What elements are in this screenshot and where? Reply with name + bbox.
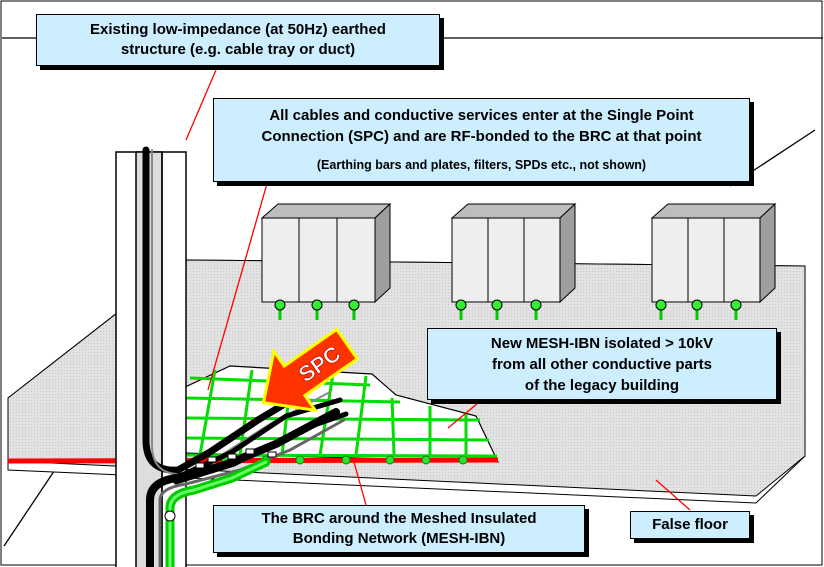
leader-lines <box>185 69 691 511</box>
callout-brc: The BRC around the Meshed Insulated Bond… <box>213 505 585 553</box>
callout-text-line: structure (e.g. cable tray or duct) <box>120 41 356 58</box>
bonding-point <box>730 299 742 320</box>
cable-connector <box>245 448 255 455</box>
bolt-terminal <box>164 510 176 522</box>
bonding-point <box>455 299 467 320</box>
callout-text-line: Existing low-impedance (at 50Hz) earthed <box>90 21 386 38</box>
equipment-cabinet-group-1 <box>260 202 392 304</box>
callout-text-line: The BRC around the Meshed Insulated <box>261 510 537 527</box>
equipment-cabinet-group-3 <box>650 202 777 304</box>
bonding-point <box>530 299 542 320</box>
leader-spc <box>207 179 269 391</box>
cable-connector <box>227 453 237 460</box>
cable-connectors <box>164 448 277 522</box>
brc-junction <box>385 455 395 465</box>
bonding-point <box>274 299 286 320</box>
bonding-point <box>311 299 323 320</box>
cabinet-bonding-points <box>274 299 742 320</box>
callout-text-line: Bonding Network (MESH-IBN) <box>292 530 506 547</box>
cable-connector <box>207 456 217 463</box>
brc-junction <box>341 455 351 465</box>
callout-text-line: False floor <box>652 516 728 533</box>
leader-structure <box>185 69 217 141</box>
callout-earthed-structure: Existing low-impedance (at 50Hz) earthed… <box>36 14 440 66</box>
bonding-point <box>348 299 360 320</box>
callout-note: (Earthing bars and plates, filters, SPDs… <box>316 158 647 172</box>
cable-connector <box>195 462 205 469</box>
brc-junction <box>295 455 305 465</box>
cable-connector <box>267 451 277 458</box>
callout-text-line: of the legacy building <box>524 377 680 394</box>
callout-mesh-ibn-isolation: New MESH-IBN isolated > 10kV from all ot… <box>427 328 777 400</box>
bonding-point <box>491 299 503 320</box>
callout-text-line: from all other conductive parts <box>491 356 713 373</box>
brc-red-bar <box>7 457 499 464</box>
callout-false-floor: False floor <box>630 511 750 539</box>
callout-single-point-connection: All cables and conductive services enter… <box>213 98 750 182</box>
equipment-cabinet-group-2 <box>450 202 577 304</box>
bonding-point <box>691 299 703 320</box>
brc-junction <box>421 455 431 465</box>
callout-text-line: New MESH-IBN isolated > 10kV <box>490 335 714 352</box>
leader-brc <box>353 461 367 506</box>
bonding-point <box>655 299 667 320</box>
callout-text-line: All cables and conductive services enter… <box>269 107 694 124</box>
leader-floor <box>655 479 691 511</box>
leader-mesh-ibn <box>447 397 485 429</box>
brc-junction <box>458 455 468 465</box>
callout-text-line: Connection (SPC) and are RF-bonded to th… <box>261 128 702 145</box>
